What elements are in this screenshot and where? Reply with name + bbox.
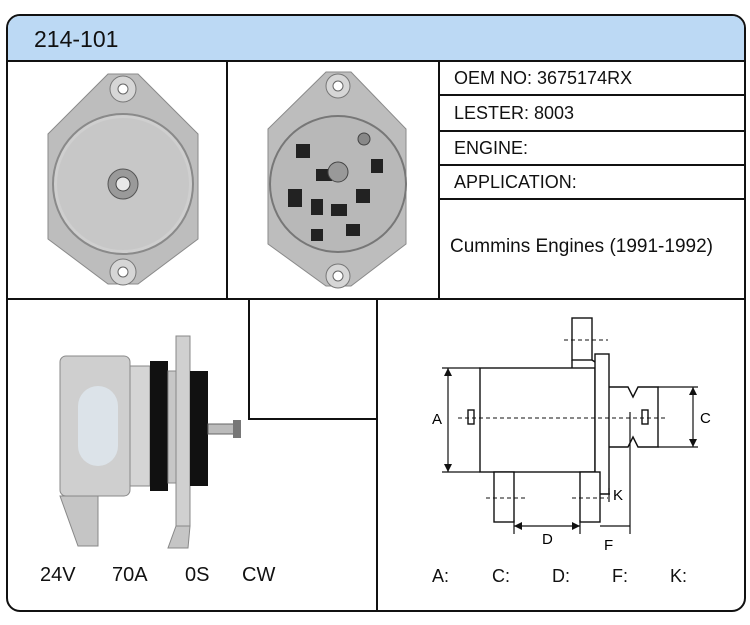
dim-label-f: F — [604, 537, 613, 552]
dim-label-c: C — [700, 410, 711, 427]
engine-field: ENGINE: — [454, 138, 529, 158]
info-divider-2 — [440, 130, 744, 132]
application-value: Cummins Engines (1991-1992) — [450, 236, 713, 257]
dimension-diagram: A C D F K — [432, 317, 711, 552]
divider-v1 — [226, 60, 228, 300]
dim-field-f: F: — [612, 566, 628, 586]
header-bar: 214-101 — [8, 16, 744, 62]
spec-amperage: 70A — [112, 564, 148, 586]
alternator-side-photo — [59, 335, 241, 549]
product-card: 214-101 OEM NO: 3675174RX LESTER: 8003 E… — [6, 14, 746, 612]
alternator-front-photo — [47, 73, 199, 286]
oem-number: OEM NO: 3675174RX — [454, 68, 633, 88]
info-divider-4 — [440, 198, 744, 200]
dim-field-c: C: — [492, 566, 510, 586]
info-divider-1 — [440, 94, 744, 96]
info-divider-3 — [440, 164, 744, 166]
divider-v4 — [376, 300, 378, 610]
dim-label-d: D — [542, 531, 553, 548]
divider-h-small — [248, 418, 378, 420]
spec-voltage: 24V — [40, 564, 76, 586]
application-field: APPLICATION: — [454, 172, 577, 192]
dim-label-k: K — [613, 487, 623, 504]
dim-field-a: A: — [432, 566, 450, 586]
dim-field-k: K: — [670, 566, 688, 586]
alternator-rear-photo — [267, 71, 407, 289]
divider-v3 — [248, 300, 250, 420]
divider-v2 — [438, 60, 440, 300]
divider-h-main — [8, 298, 744, 300]
dim-field-d: D: — [552, 566, 570, 586]
lester-number: LESTER: 8003 — [454, 103, 575, 123]
dim-label-a: A — [432, 411, 442, 428]
spec-rotation: CW — [242, 564, 276, 586]
spec-clock: 0S — [185, 564, 210, 586]
part-number: 214-101 — [34, 26, 119, 52]
